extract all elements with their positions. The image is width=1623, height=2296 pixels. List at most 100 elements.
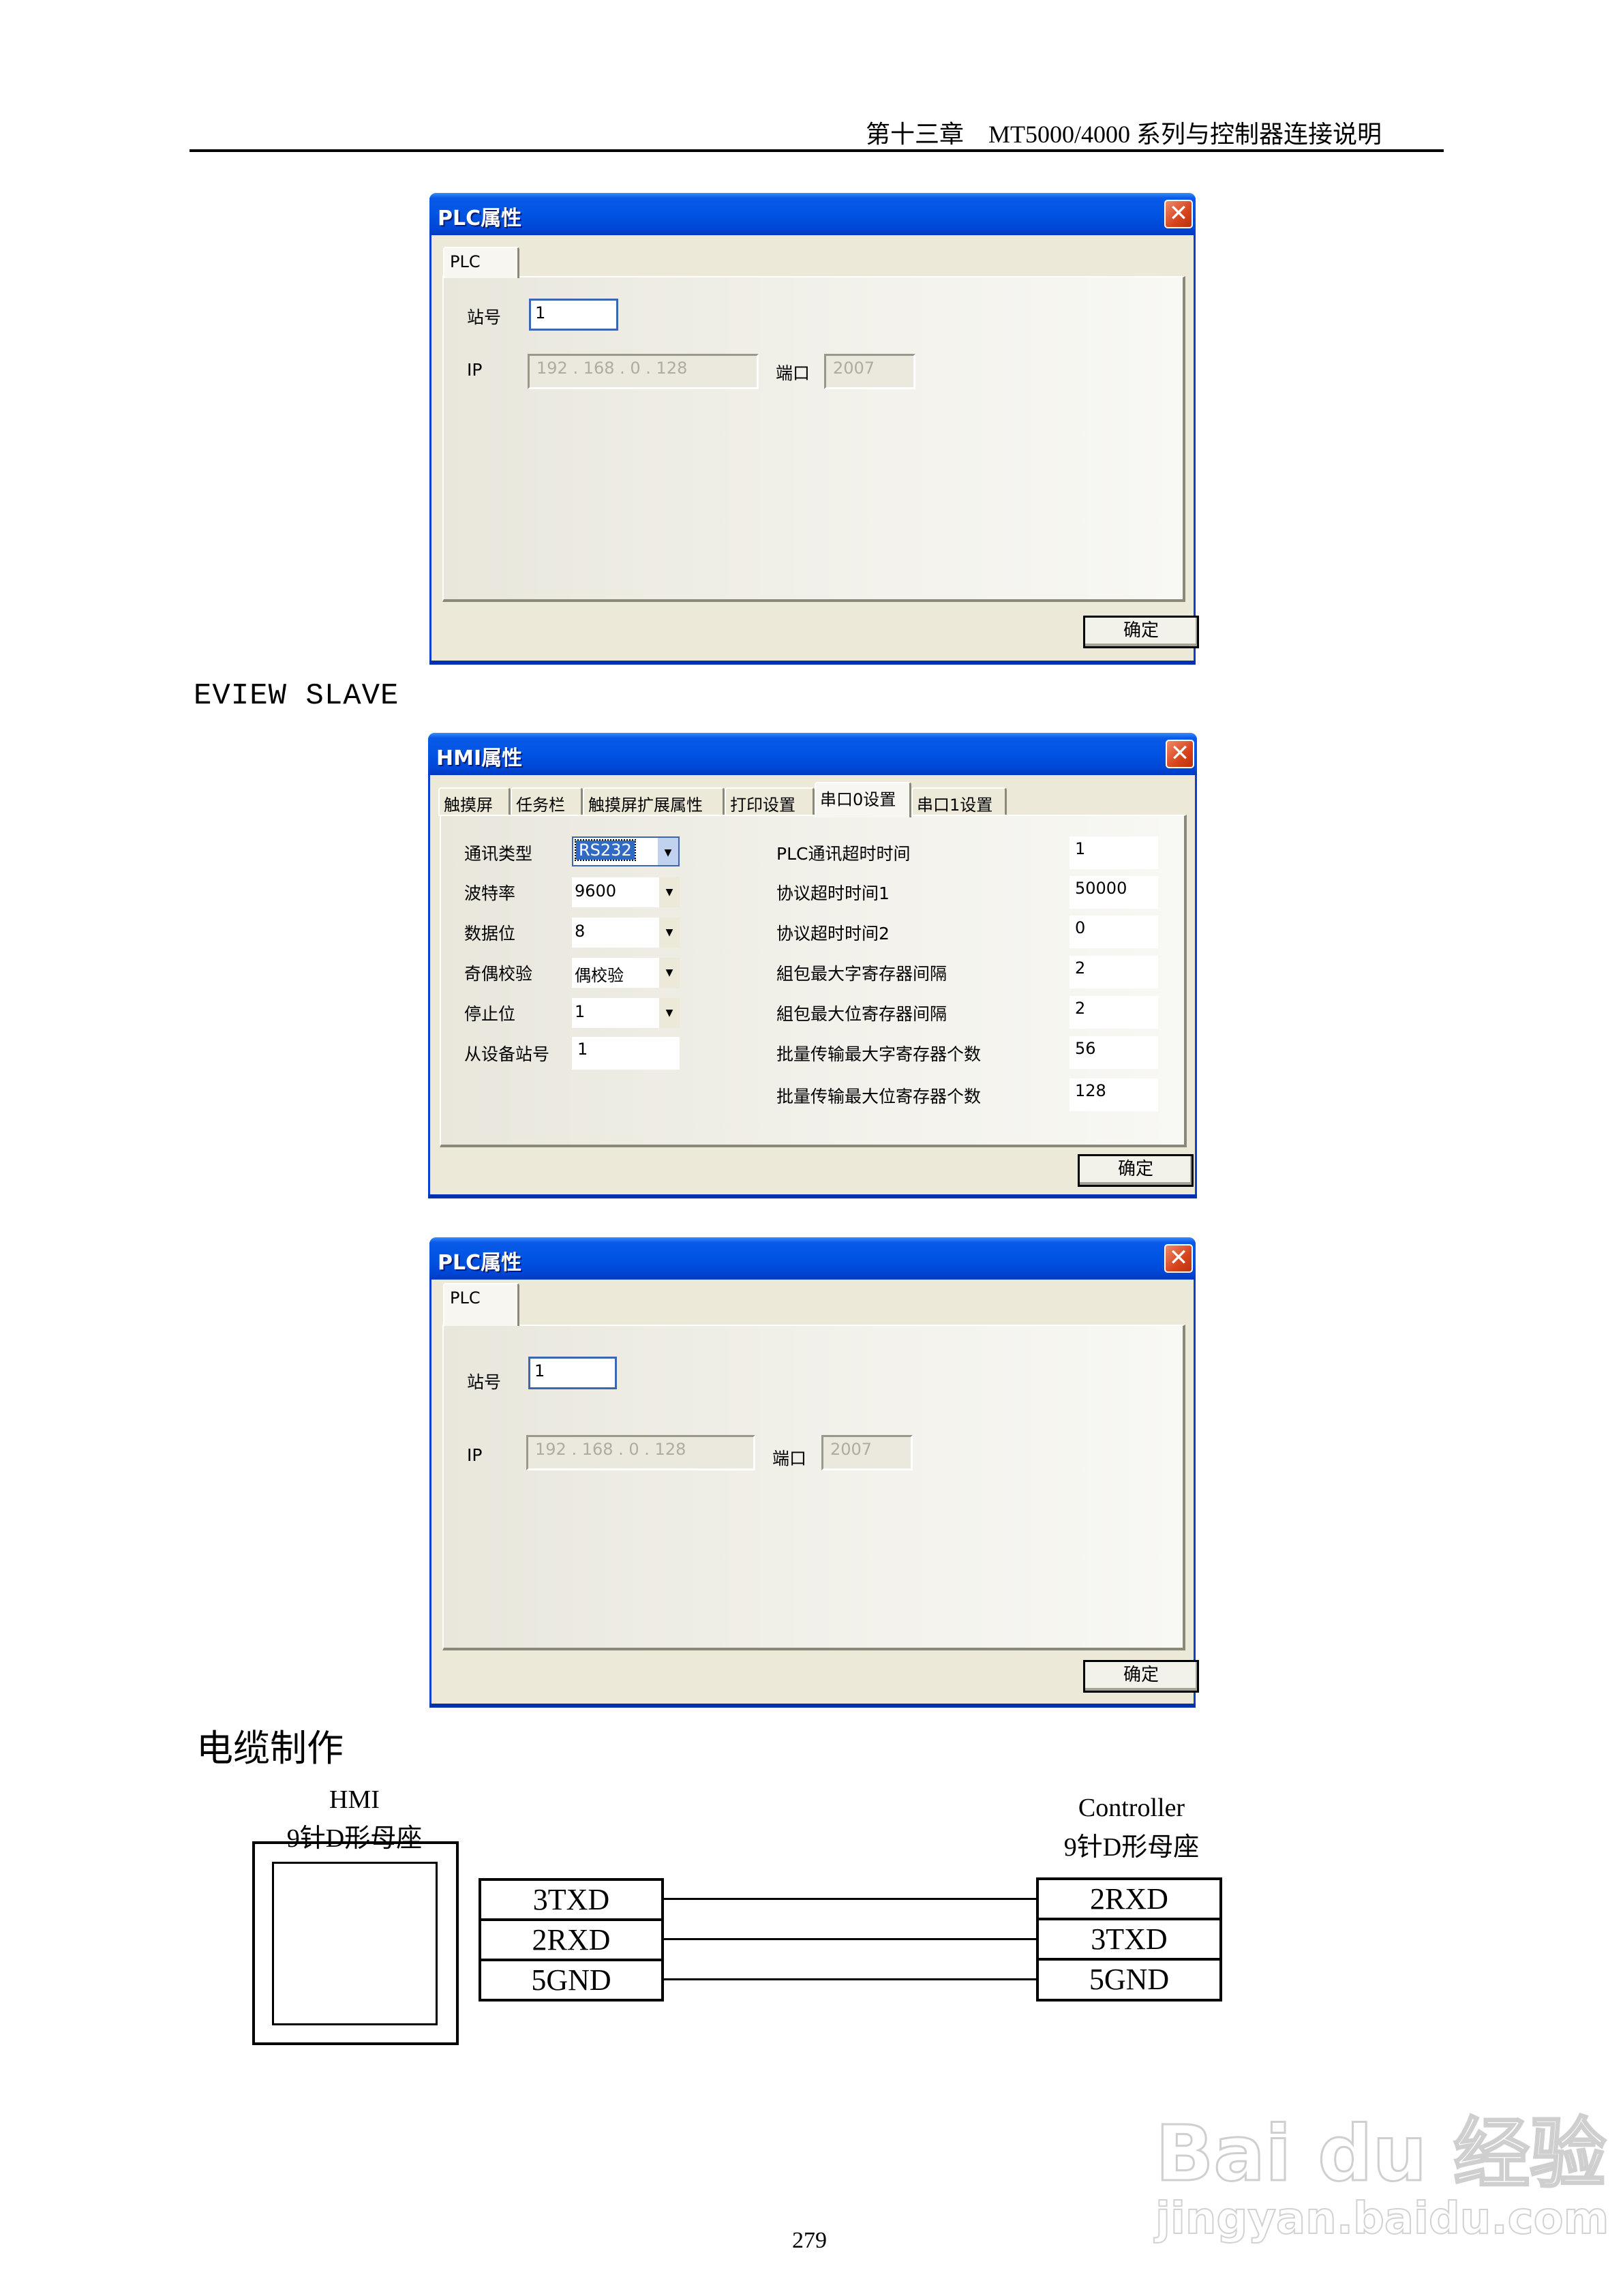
ok-button[interactable]: 确定 [1078,1154,1194,1187]
batch-max-bit-input[interactable]: 128 [1070,1078,1158,1111]
header-rule [189,149,1444,152]
close-icon[interactable]: ✕ [1164,1244,1193,1273]
close-icon[interactable]: ✕ [1166,740,1194,768]
plc-properties-dialog-1: PLC属性 ✕ PLC 站号 1 IP 192 . 168 . 0 . 128 … [429,193,1199,665]
controller-pin-table: 2RXD 3TXD 5GND [1036,1877,1222,2002]
field-label-stop-bits: 停止位 [464,1004,516,1024]
ip-field: 192 . 168 . 0 . 128 [528,354,759,389]
port-field: 2007 [821,1435,913,1470]
chevron-down-icon[interactable]: ▼ [659,998,680,1028]
field-label-max-bit-reg-gap: 組包最大位寄存器间隔 [776,1004,947,1024]
field-label-parity: 奇偶校验 [464,964,533,984]
max-bit-reg-gap-input[interactable]: 2 [1070,996,1158,1029]
protocol-timeout-2-input[interactable]: 0 [1070,916,1158,948]
watermark-logo: Bai du 经验 [1154,2110,1607,2199]
slave-station-input[interactable]: 1 [572,1037,680,1070]
field-label-protocol-timeout-1: 协议超时时间1 [776,883,890,903]
chapter-header: 第十三章 MT5000/4000 系列与控制器连接说明 [866,121,1382,148]
comm-type-value: RS232 [575,839,636,861]
port-label: 端口 [772,1449,807,1468]
hmi-connector-inner [272,1862,438,2025]
controller-pin: 5GND [1089,1963,1170,1996]
wire-gnd-gnd [664,1978,1037,1980]
field-label-plc-timeout: PLC通讯超时时间 [776,844,911,864]
data-bits-select[interactable]: 8 ▼ [572,918,680,948]
ip-field: 192 . 168 . 0 . 128 [526,1435,755,1470]
port-field: 2007 [824,354,915,389]
wire-rxd-txd [664,1938,1037,1940]
field-label-baud-rate: 波特率 [464,883,516,903]
tab-panel [440,815,1187,1147]
max-word-reg-gap-input[interactable]: 2 [1070,956,1158,988]
stop-bits-select[interactable]: 1 ▼ [572,998,680,1028]
dialog-title-bar[interactable]: HMI属性 ✕ [428,733,1197,775]
station-input[interactable]: 1 [529,299,618,331]
ok-button[interactable]: 确定 [1083,616,1199,648]
field-label-protocol-timeout-2: 协议超时时间2 [776,924,890,943]
chevron-down-icon[interactable]: ▼ [659,918,680,948]
field-label-data-bits: 数据位 [464,924,516,943]
watermark-url: jingyan.baidu.com [1155,2194,1609,2244]
dialog-border [428,1194,1197,1198]
tab-taskbar[interactable]: 任务栏 [511,787,583,816]
hmi-connector-outer [252,1841,459,2045]
hmi-properties-dialog: HMI属性 ✕ 触摸屏 任务栏 触摸屏扩展属性 打印设置 串口0设置 串口1设置… [428,733,1197,1198]
tab-serial-1[interactable]: 串口1设置 [911,787,1007,816]
hmi-pin-table: 3TXD 2RXD 5GND [479,1878,664,2002]
dialog-title: PLC属性 [438,1251,522,1275]
wire-txd-rxd [664,1898,1037,1900]
baud-rate-value: 9600 [575,881,617,901]
controller-pin: 2RXD [1039,1880,1219,1920]
field-label-max-word-reg-gap: 組包最大字寄存器间隔 [776,964,947,984]
field-label-batch-max-bit: 批量传输最大位寄存器个数 [776,1087,982,1106]
page-number: 279 [792,2228,827,2253]
ip-label: IP [467,360,483,380]
hmi-pin: 2RXD [481,1921,661,1961]
parity-select[interactable]: 偶校验 ▼ [572,958,680,988]
chevron-down-icon[interactable]: ▼ [658,838,678,865]
stop-bits-value: 1 [575,1002,586,1021]
tab-touchscreen[interactable]: 触摸屏 [438,787,511,816]
controller-pin: 3TXD [1039,1920,1219,1961]
parity-value: 偶校验 [575,966,624,985]
ok-button[interactable]: 确定 [1083,1660,1199,1693]
chevron-down-icon[interactable]: ▼ [659,877,680,907]
station-label: 站号 [467,307,502,327]
tab-serial-0[interactable]: 串口0设置 [815,782,911,817]
controller-connector-label: 9针D形母座 [1063,1833,1200,1862]
hmi-pin: 5GND [531,1963,611,1997]
comm-type-select[interactable]: RS232 ▼ [572,836,680,866]
protocol-timeout-1-input[interactable]: 50000 [1070,876,1158,909]
hmi-pin: 3TXD [481,1881,661,1921]
station-input[interactable]: 1 [528,1357,617,1389]
field-label-comm-type: 通讯类型 [464,844,533,864]
dialog-title-bar[interactable]: PLC属性 ✕ [429,193,1196,235]
chevron-down-icon[interactable]: ▼ [659,958,680,988]
station-label: 站号 [467,1372,502,1392]
tab-print-settings[interactable]: 打印设置 [725,787,815,816]
hmi-connector-label: 9针D形母座 [286,1824,423,1853]
tab-touchscreen-extended[interactable]: 触摸屏扩展属性 [583,787,725,816]
dialog-title: HMI属性 [436,746,523,770]
field-label-slave-station: 从设备站号 [464,1044,550,1064]
controller-label: Controller [1078,1794,1185,1822]
cable-section-title: 电缆制作 [196,1727,344,1770]
port-label: 端口 [776,363,810,383]
dialog-border [429,661,1196,665]
batch-max-word-input[interactable]: 56 [1070,1036,1158,1069]
dialog-border [429,1704,1196,1708]
close-icon[interactable]: ✕ [1164,200,1193,228]
dialog-title: PLC属性 [438,207,522,230]
section-label: EVIEW SLAVE [194,679,399,713]
baidu-watermark: Bai du 经验 jingyan.baidu.com [1154,2072,1609,2244]
hmi-label: HMI [329,1785,380,1814]
plc-timeout-input[interactable]: 1 [1070,836,1158,869]
baud-rate-select[interactable]: 9600 ▼ [572,877,680,907]
field-label-batch-max-word: 批量传输最大字寄存器个数 [776,1044,982,1064]
tab-plc[interactable]: PLC [443,1283,519,1326]
data-bits-value: 8 [575,922,586,941]
plc-properties-dialog-2: PLC属性 ✕ PLC 站号 1 IP 192 . 168 . 0 . 128 … [429,1237,1199,1708]
tab-plc[interactable]: PLC [443,247,519,278]
ip-label: IP [467,1445,483,1465]
dialog-title-bar[interactable]: PLC属性 ✕ [429,1237,1196,1280]
